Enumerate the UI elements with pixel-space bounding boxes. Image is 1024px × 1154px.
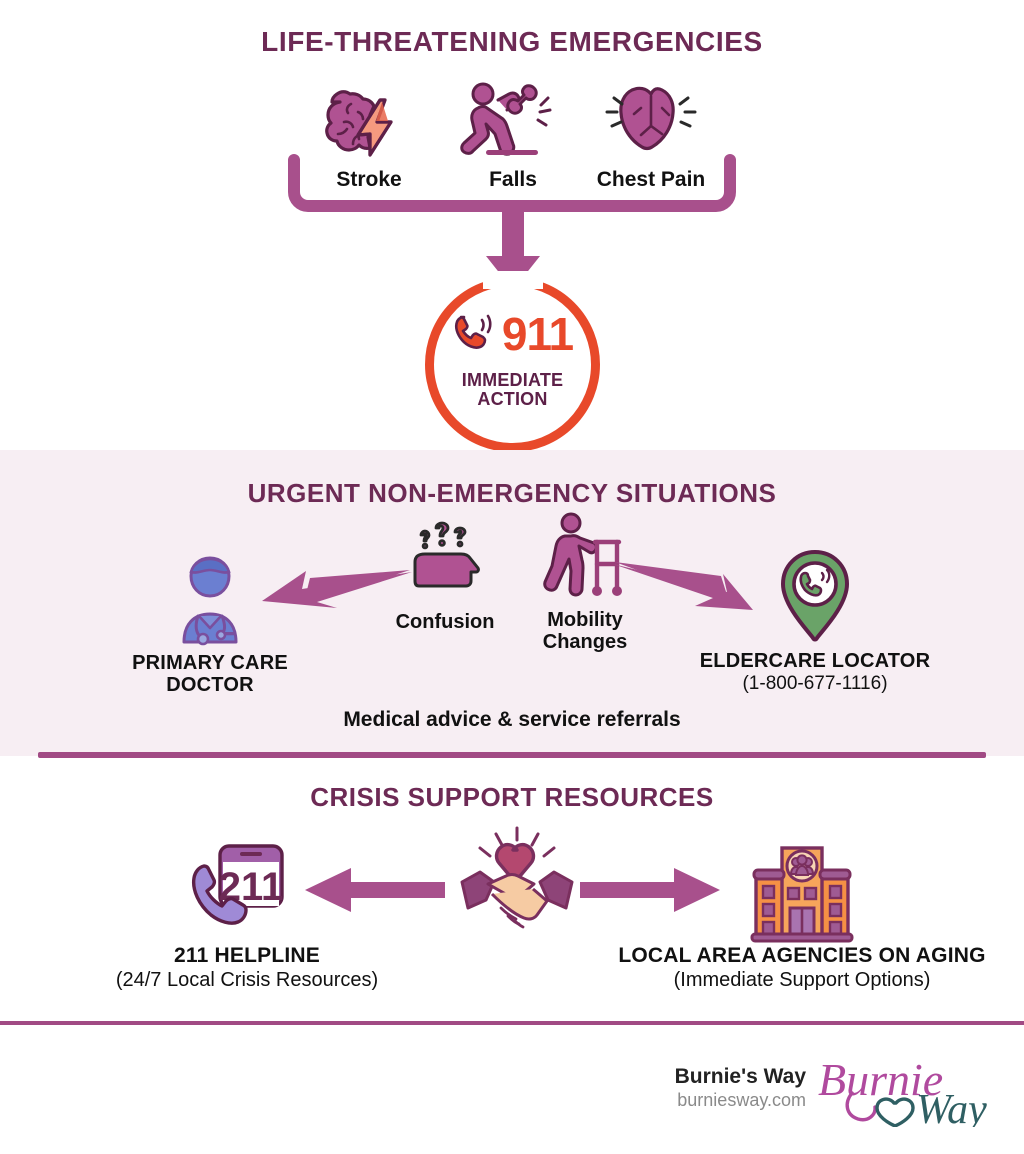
divider-middle (38, 752, 986, 758)
911-ring (425, 277, 600, 452)
section3-title: CRISIS SUPPORT RESOURCES (310, 782, 714, 812)
destination-phone: (1-800-677-1116) (742, 673, 888, 694)
confused-head-icon (385, 521, 505, 608)
section1-title: LIFE-THREATENING EMERGENCIES (261, 26, 763, 57)
911-number: 911 (501, 308, 574, 360)
911-subtitle-line1: IMMEDIATE (461, 370, 564, 390)
symptom-label: Confusion (395, 611, 495, 633)
heart-pain-icon (566, 78, 736, 162)
destination-title-line1: PRIMARY CARE (132, 652, 288, 674)
911-number-row: 911 (425, 311, 600, 357)
brain-lightning-icon (284, 78, 454, 162)
emergency-911-callout: 911 IMMEDIATE ACTION (425, 271, 600, 452)
emergency-item-stroke: Stroke (284, 78, 454, 192)
arrow-left-icon (262, 558, 412, 638)
emergency-item-falls: Falls (428, 78, 598, 192)
destination-title: ELDERCARE LOCATOR (699, 650, 931, 672)
resource-title: 211 HELPLINE (174, 944, 320, 967)
resource-subtitle: (24/7 Local Crisis Resources) (115, 969, 379, 991)
phone-211-icon: 211 (92, 840, 402, 944)
footer-url: burniesway.com (677, 1090, 806, 1110)
emergency-item-chest-pain: Chest Pain (566, 78, 736, 192)
emergency-symptom-row: Stroke (0, 78, 1024, 198)
911-subtitle-line2: ACTION (477, 389, 548, 410)
arrow-right-icon (580, 864, 720, 916)
911-ring-notch (483, 271, 543, 289)
footer: Burnie's Way burniesway.com Burnie Way (0, 1025, 1024, 1154)
handshake-heart-icon (452, 824, 582, 934)
brand-logo: Burnie Way (816, 1053, 1016, 1127)
logo-script-right: Way (916, 1087, 987, 1127)
footer-text-block: Burnie's Way burniesway.com (675, 1065, 806, 1111)
emergency-item-label: Stroke (336, 168, 402, 191)
symptom-confusion: Confusion (385, 521, 505, 634)
grouping-bracket (288, 154, 736, 216)
resource-subtitle: (Immediate Support Options) (673, 969, 931, 991)
map-pin-phone-icon (690, 548, 940, 646)
footer-brand: Burnie's Way (674, 1065, 806, 1088)
phone-ringing-icon (454, 314, 492, 349)
emergency-item-label: Chest Pain (596, 168, 706, 191)
arrow-left-icon (305, 864, 445, 916)
section-urgent-non-emergency: URGENT NON-EMERGENCY SITUATIONS (0, 450, 1024, 756)
resource-211-helpline: 211 211 HELPLINE (24/7 Local Crisis Reso… (92, 840, 402, 992)
symptom-label-line1: Mobility (547, 609, 623, 631)
arrow-right-icon (613, 558, 773, 644)
resource-title: LOCAL AREA AGENCIES ON AGING (618, 944, 986, 967)
agency-building-icon (600, 840, 1004, 944)
911-subtitle: IMMEDIATE ACTION (425, 370, 600, 410)
walker-person-icon (525, 512, 645, 606)
resource-area-agencies-on-aging: LOCAL AREA AGENCIES ON AGING (Immediate … (600, 840, 1004, 992)
section2-note: Medical advice & service referrals (343, 708, 681, 731)
emergency-item-label: Falls (489, 168, 537, 191)
section-crisis-support-resources: CRISIS SUPPORT RESOURCES (0, 762, 1024, 1020)
destination-title-line2: DOCTOR (166, 674, 254, 696)
arrow-down-icon (486, 212, 540, 292)
falling-person-icon (428, 78, 598, 162)
section2-title: URGENT NON-EMERGENCY SITUATIONS (247, 478, 777, 508)
destination-eldercare-locator: ELDERCARE LOCATOR (1-800-677-1116) (690, 548, 940, 695)
doctor-icon (120, 550, 300, 648)
section-life-threatening-emergencies: LIFE-THREATENING EMERGENCIES (0, 0, 1024, 452)
logo-script-left: Burnie (818, 1054, 943, 1105)
divider-bottom (0, 1021, 1024, 1025)
symptom-mobility-changes: Mobility Changes (525, 512, 645, 653)
symptom-label-line2: Changes (542, 630, 628, 653)
destination-primary-care-doctor: PRIMARY CARE DOCTOR (120, 550, 300, 696)
